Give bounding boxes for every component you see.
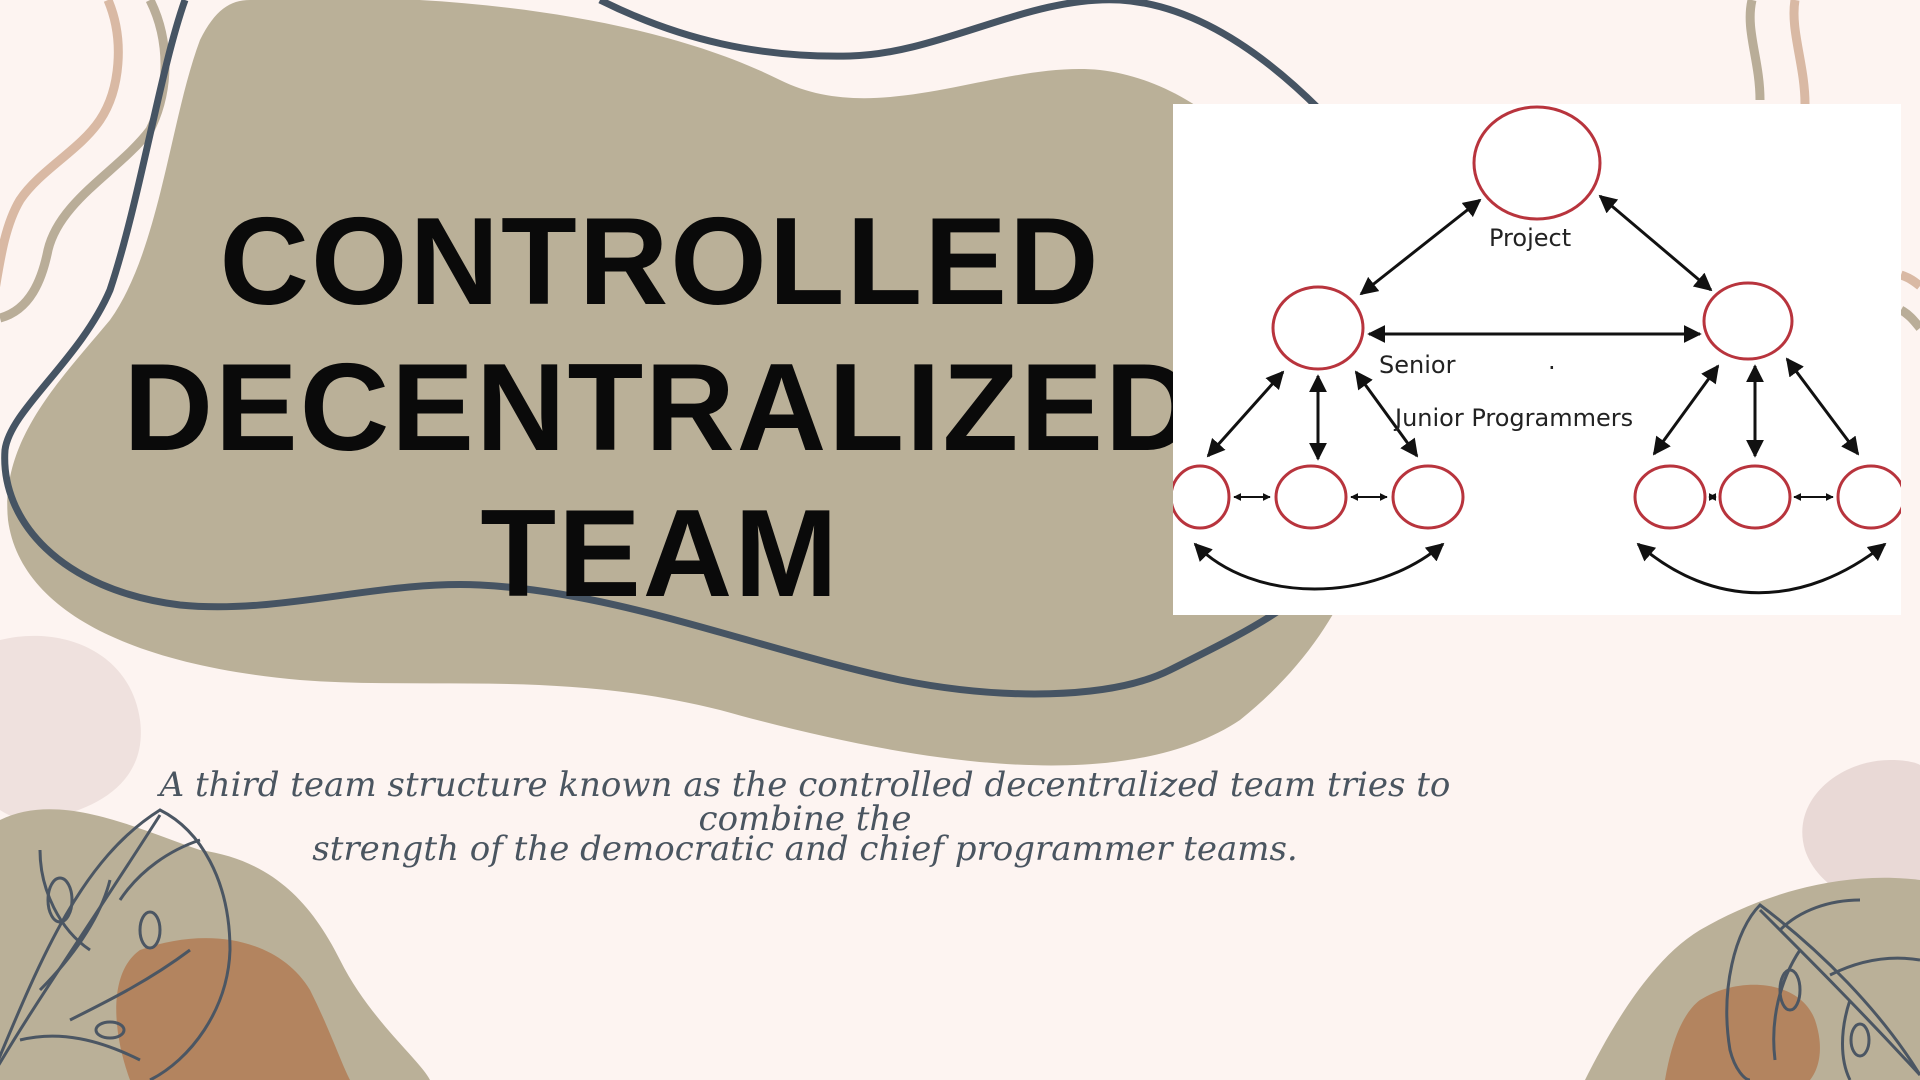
leaf-outline-right (1725, 898, 1920, 1080)
terracotta-blob-bottom-right (1665, 984, 1820, 1080)
arrow-senior-left-junior-1 (1206, 370, 1285, 458)
tan-curve-top-right (1745, 0, 1765, 101)
tan-curve-top-left (0, 0, 123, 288)
khaki-blob-bottom-right (1585, 877, 1920, 1080)
pink-blob-left (0, 635, 141, 821)
arrow-curve-right (1636, 542, 1887, 595)
team-structure-diagram-svg: Project Senior . Junior Programmers (1173, 105, 1901, 595)
senior-node-right (1702, 281, 1794, 361)
khaki-blob (7, 0, 1378, 766)
junior-node-right-3 (1836, 464, 1901, 530)
leaf-outline-left (0, 808, 232, 1080)
pink-blob-right (1802, 760, 1920, 911)
caption-line-2: strength of the democratic and chief pro… (312, 829, 1298, 869)
title-line-1: CONTROLLED (219, 193, 1101, 331)
senior-node-left (1271, 285, 1365, 371)
title-line-3: TEAM (480, 485, 840, 623)
arrow-senior-right-junior-1 (1652, 364, 1720, 456)
arrow-project-senior-left (1359, 198, 1482, 296)
junior-node-left-1 (1173, 464, 1231, 530)
arrow-project-senior-right (1598, 194, 1713, 292)
caption-line-1: A third team structure known as the cont… (159, 765, 1451, 839)
tan-curve-top-right-2 (1789, 0, 1810, 105)
arrow-senior-left-junior-3 (1354, 370, 1419, 458)
title-line-2: DECENTRALIZED (123, 339, 1197, 477)
arrow-senior-right-junior-3 (1785, 357, 1860, 456)
tan-curve-right (1899, 270, 1920, 290)
stray-dot: . (1548, 347, 1556, 375)
project-node (1472, 105, 1602, 221)
arrow-curve-left (1193, 542, 1445, 591)
slate-outline-curve (1, 0, 1282, 698)
junior-node-right-2 (1718, 464, 1792, 530)
project-label: Project (1489, 224, 1571, 252)
team-structure-diagram: Project Senior . Junior Programmers (1173, 104, 1901, 615)
tan-curve-right-2 (1898, 306, 1920, 331)
junior-node-right-1 (1633, 464, 1707, 530)
slate-outline-curve-top (598, 0, 1323, 113)
terracotta-blob-bottom-left (116, 938, 350, 1080)
junior-node-left-3 (1391, 464, 1465, 530)
junior-programmers-label: Junior Programmers (1393, 404, 1633, 432)
senior-label: Senior (1379, 351, 1456, 379)
junior-node-left-2 (1274, 464, 1348, 530)
